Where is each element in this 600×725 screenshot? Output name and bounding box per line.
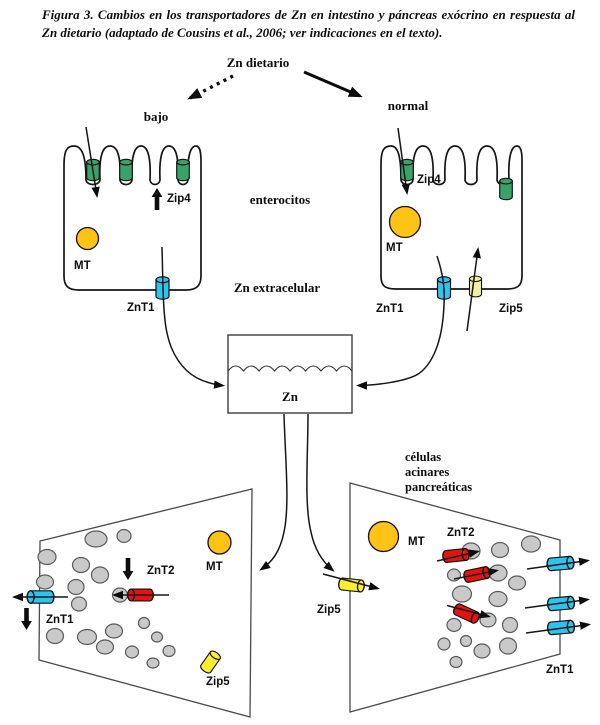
znt1-secretion-arrow-1 [526, 557, 590, 570]
mt-label-enterocyte-low: MT [74, 260, 91, 272]
znt2-label-acinar-low: ZnT2 [147, 565, 174, 577]
znt1-down-arrow-icon [21, 608, 32, 630]
zn-pool-label: Zn [282, 389, 299, 404]
zip5-label-acinar-normal: Zip5 [317, 604, 341, 616]
znt1-secretion-arrow-3 [525, 621, 591, 634]
zn-uptake-arrow-low [85, 126, 100, 198]
zymogen-granules-low [35, 528, 176, 669]
mt-circle-enterocyte-normal [388, 205, 422, 239]
znt1-secretion-arrow-2 [524, 596, 590, 609]
zip5-label-acinar-low: Zip5 [206, 676, 230, 688]
znt2-granule-arrow-2 [453, 568, 499, 580]
znt1-label-acinar-low: ZnT1 [46, 614, 74, 626]
figure-caption: Figura 3. Cambios en los transportadores… [42, 7, 575, 40]
znt1-efflux-curve-low [161, 246, 225, 389]
arrow-low-zn-dotted [187, 74, 234, 100]
zn-pool-box [227, 334, 353, 414]
condition-normal-label: normal [388, 98, 429, 113]
znt1-label-acinar-normal: ZnT1 [546, 664, 574, 676]
zn-to-acinar-low-curve [259, 413, 288, 571]
mt-label-acinar-low: MT [206, 561, 223, 573]
znt1-label-enterocyte-normal: ZnT1 [376, 303, 404, 315]
extracellular-zn-label: Zn extracelular [234, 280, 321, 295]
zn-pool-wave [227, 365, 353, 372]
znt2-granule-arrow-1 [436, 549, 480, 562]
zn-uptake-arrow-normal [397, 127, 410, 195]
mt-circle-acinar-normal [367, 520, 400, 553]
zip4-label-normal: Zip4 [417, 174, 441, 186]
znt2-label-acinar-normal: ZnT2 [447, 527, 474, 539]
mt-label-acinar-normal: MT [408, 536, 425, 548]
zip5-uptake-arrow-enterocyte [466, 247, 481, 332]
condition-low-label: bajo [144, 109, 169, 124]
zip4-label-low: Zip4 [167, 193, 191, 205]
zip5-entry-arrow-acinar [322, 573, 380, 591]
zn-to-acinar-normal-curve [306, 413, 335, 572]
mt-circle-enterocyte-low [75, 226, 100, 251]
zip5-label-enterocyte-normal: Zip5 [499, 303, 523, 315]
acinar-title-line3: pancreáticas [405, 480, 472, 494]
mt-circle-acinar-low [207, 530, 232, 555]
znt1-efflux-curve-normal [356, 255, 445, 390]
znt1-label-enterocyte-low: ZnT1 [127, 302, 155, 314]
mt-label-enterocyte-normal: MT [386, 242, 403, 254]
znt2-granule-arrow-3 [446, 604, 491, 619]
acinar-title-line2: acinares [405, 465, 449, 479]
acinar-title-line1: células [405, 450, 441, 464]
arrow-normal-zn [303, 70, 363, 98]
enterocytes-label: enterocitos [250, 192, 310, 207]
dietary-zn-title: Zn dietario [227, 55, 289, 70]
